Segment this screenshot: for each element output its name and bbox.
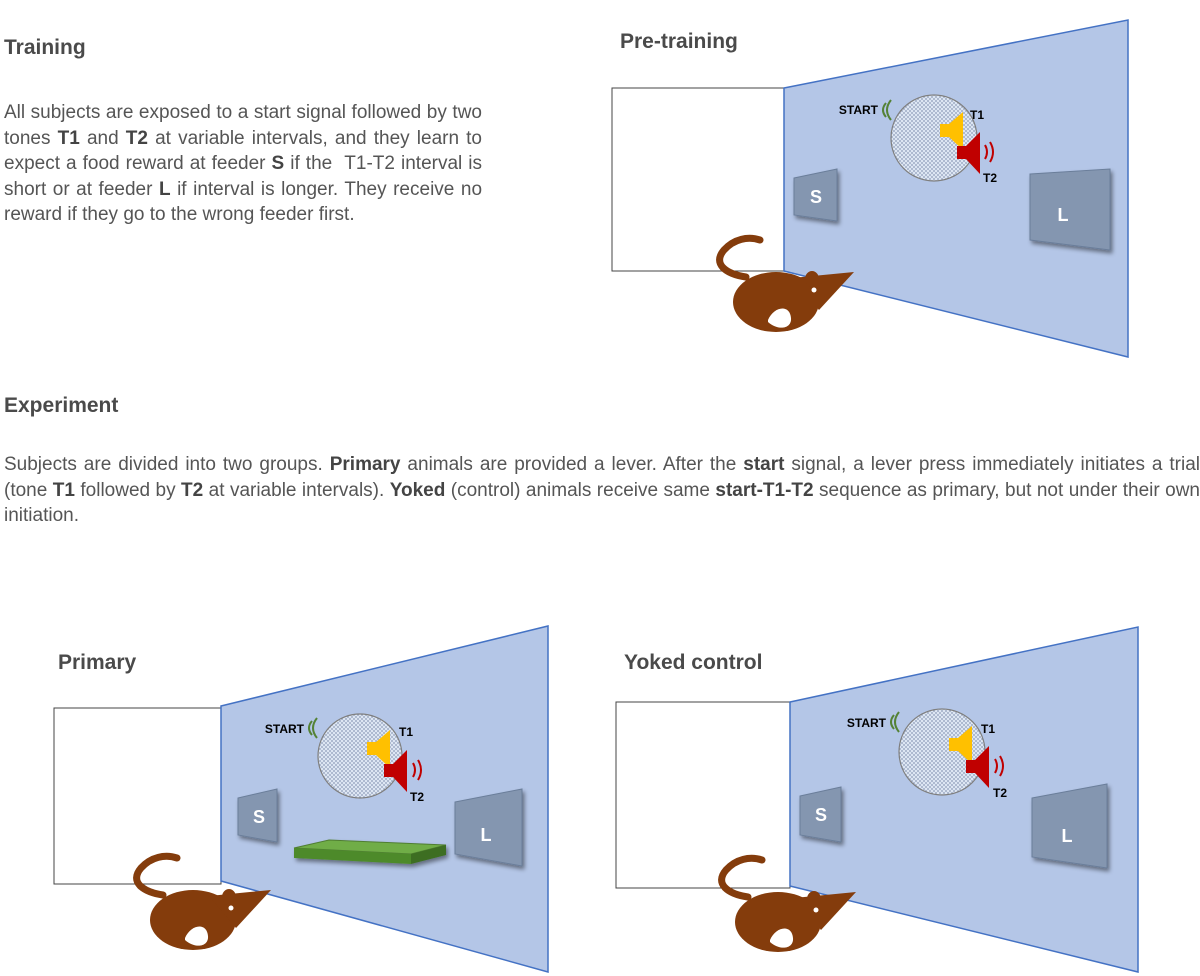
experiment-heading: Experiment: [4, 394, 119, 417]
tone2-label: T2: [993, 786, 1007, 800]
chamber-side-panel: [53, 707, 222, 885]
speaker-t2-icon: [957, 132, 980, 174]
feeder-l: L: [454, 788, 523, 867]
feeder-s: S: [799, 786, 842, 843]
signal-light: [890, 94, 978, 182]
feeder-s-label: S: [815, 805, 827, 825]
rat-icon: [133, 852, 271, 950]
chamber-front-wall: [783, 19, 1129, 358]
experiment-description: Subjects are divided into two groups. Pr…: [4, 454, 1200, 526]
feeder-l-label: L: [1058, 205, 1069, 225]
speaker-t2-icon: [966, 746, 989, 788]
feeder-l: L: [1029, 168, 1111, 251]
tone1-label: T1: [399, 725, 413, 739]
training-heading: Training: [4, 36, 86, 59]
speaker-t2-icon: [384, 750, 407, 792]
speaker-t1-icon: [940, 112, 963, 150]
feeder-s: S: [793, 168, 838, 222]
chamber-front-wall: [789, 626, 1139, 973]
feeder-l-label: L: [1062, 826, 1073, 846]
chamber-front-wall: [220, 625, 549, 973]
yoked-label: Yoked control: [624, 651, 762, 674]
primary-scene: Primary S L START T1 T2: [53, 625, 549, 973]
pretraining-scene: Pre-training S L START T1 T2: [611, 19, 1129, 358]
chamber-side-panel: [611, 87, 785, 272]
training-description: All subjects are exposed to a start sign…: [4, 102, 483, 225]
sound-wave-icon: [984, 141, 994, 163]
feeder-l: L: [1031, 783, 1108, 869]
tone1-label: T1: [970, 108, 984, 122]
feeder-l-label: L: [481, 825, 492, 845]
pretraining-label: Pre-training: [620, 30, 738, 53]
feeder-s: S: [237, 788, 278, 843]
sound-wave-icon: [994, 755, 1004, 777]
sound-wave-icon: [412, 759, 422, 781]
speaker-t1-icon: [949, 726, 972, 764]
start-label: START: [839, 103, 879, 117]
lever: [293, 839, 447, 864]
start-signal-icon: [308, 717, 318, 739]
tone1-label: T1: [981, 722, 995, 736]
start-label: START: [847, 716, 887, 730]
start-signal-icon: [882, 99, 892, 121]
start-signal-icon: [890, 711, 900, 733]
primary-label: Primary: [58, 651, 137, 674]
speaker-t1-icon: [367, 730, 390, 768]
rat-icon: [716, 234, 854, 332]
yoked-scene: Yoked control S L START T1 T2: [615, 626, 1139, 973]
tone2-label: T2: [410, 790, 424, 804]
start-label: START: [265, 722, 305, 736]
rat-icon: [718, 854, 856, 952]
signal-light: [898, 708, 986, 796]
tone2-label: T2: [983, 171, 997, 185]
feeder-s-label: S: [810, 187, 822, 207]
feeder-s-label: S: [253, 807, 265, 827]
